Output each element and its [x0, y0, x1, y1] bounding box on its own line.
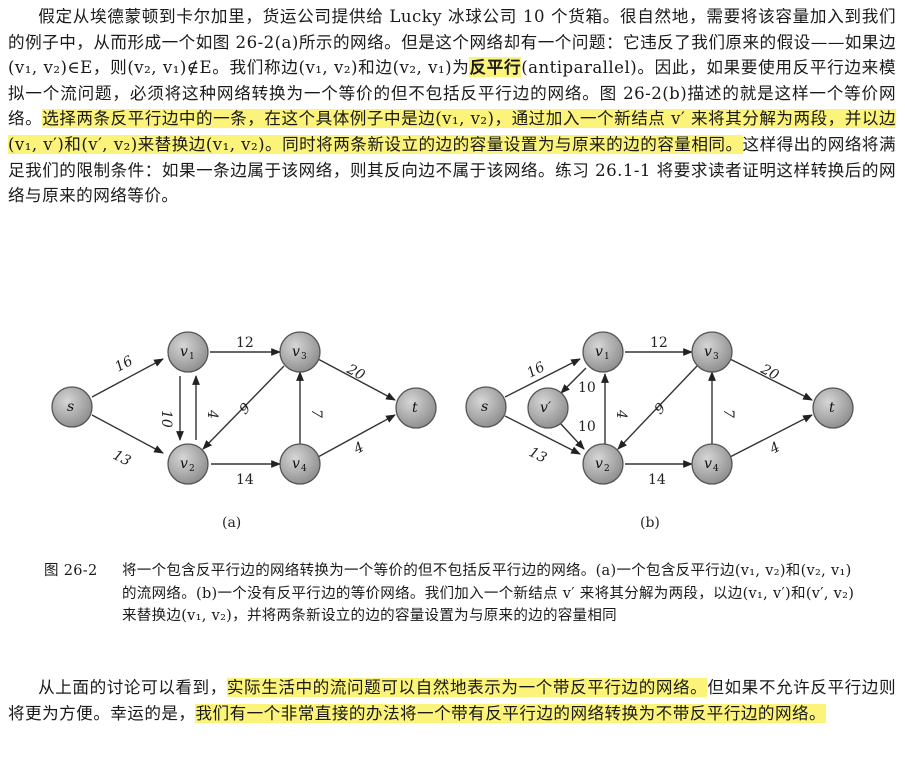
capacity-label: 9 — [237, 400, 255, 418]
capacity-label: 10 — [578, 380, 596, 396]
svg-text:v: v — [595, 344, 603, 360]
node-t: t — [812, 387, 854, 429]
svg-text:t: t — [412, 400, 418, 416]
paragraph-conclusion: 从上面的讨论可以看到，实际生活中的流问题可以自然地表示为一个带反平行边的网络。但… — [8, 675, 896, 726]
figure-caption: 图 26-2 将一个包含反平行边的网络转换为一个等价的但不包括反平行边的网络。(… — [44, 560, 864, 628]
capacity-label: 14 — [236, 472, 254, 488]
edge-s-v1 — [91, 358, 164, 398]
svg-text:v: v — [292, 456, 300, 472]
svg-text:v: v — [180, 344, 188, 360]
svg-text:s: s — [67, 399, 74, 415]
svg-text:v: v — [704, 344, 712, 360]
capacity-label: 20 — [343, 361, 367, 384]
capacity-label: 10 — [578, 419, 596, 435]
capacity-label: 12 — [650, 335, 668, 351]
edge-vprime-v2 — [559, 422, 585, 450]
capacity-label: 9 — [652, 400, 670, 418]
svg-text:2: 2 — [604, 464, 610, 474]
highlighted-text: 实际生活中的流问题可以自然地表示为一个带反平行边的网络。 — [226, 678, 708, 697]
edge-v4-t — [317, 414, 396, 458]
capacity-label: 4 — [613, 409, 629, 419]
paragraph-text: 但如果不允许反平行边则将更为方便。幸运的是， — [8, 678, 896, 723]
node-s: s — [465, 386, 507, 428]
figure-26-2: .e { stroke:#333; stroke-width:1.4; fill… — [0, 312, 905, 544]
svg-text:v′: v′ — [540, 400, 552, 416]
flow-network-diagrams: .e { stroke:#333; stroke-width:1.4; fill… — [51, 331, 854, 531]
svg-text:v: v — [292, 344, 300, 360]
svg-text:1: 1 — [604, 352, 610, 362]
svg-text:3: 3 — [301, 352, 307, 362]
caption-text: 将一个包含反平行边的网络转换为一个等价的但不包括反平行边的网络。(a)一个包含反… — [122, 563, 855, 625]
diagram-label-a: (a) — [222, 515, 241, 531]
svg-text:4: 4 — [301, 464, 307, 474]
svg-text:v: v — [595, 456, 603, 472]
diagram-label-b: (b) — [640, 515, 660, 531]
svg-text:4: 4 — [713, 464, 719, 474]
edge-v3-t — [317, 358, 396, 401]
capacity-label: 16 — [524, 359, 547, 382]
edge-v4-t — [729, 414, 813, 458]
paragraph-antiparallel-intro: 假定从埃德蒙顿到卡尔加里，货运公司提供给 Lucky 冰球公司 10 个货箱。很… — [8, 4, 897, 209]
svg-text:1: 1 — [189, 352, 195, 362]
edge-s-v1 — [504, 358, 581, 398]
capacity-label: 4 — [350, 439, 366, 458]
capacity-label: 4 — [766, 439, 782, 458]
capacity-label: 4 — [204, 409, 220, 419]
capacity-label: 14 — [648, 472, 666, 488]
capacity-label: 20 — [757, 361, 781, 384]
capacity-label: 10 — [158, 410, 174, 428]
svg-text:3: 3 — [713, 352, 719, 362]
svg-text:v: v — [180, 456, 188, 472]
edge-s-v2 — [91, 414, 164, 454]
paragraph-text: 假定从埃德蒙顿到卡尔加里，货运公司提供给 Lucky 冰球公司 10 个货箱。很… — [8, 7, 896, 78]
capacity-label: 13 — [526, 444, 549, 466]
capacity-label: 7 — [720, 409, 736, 418]
paragraph-text: 从上面的讨论可以看到， — [38, 678, 227, 697]
edge-v1-vprime — [560, 367, 587, 394]
node-v-prime: v′ — [527, 387, 569, 429]
svg-text:t: t — [829, 400, 835, 416]
capacity-label: 12 — [236, 335, 254, 351]
capacity-label: 13 — [110, 447, 133, 469]
caption-label: 图 26-2 — [44, 563, 98, 579]
term-antiparallel: 反平行 — [469, 57, 522, 78]
edge-v3-v2 — [617, 365, 698, 450]
edge-v3-t — [729, 358, 813, 401]
paragraph-text: (antiparallel)。因此，如果要使用反平行边来模拟一个流问题，必须将这… — [8, 58, 896, 129]
paragraph-text: 这样得出的网络将满足我们的限制条件：如果一条边属于该网络，则其反向边不属于该网络… — [8, 134, 896, 206]
capacity-label: 16 — [112, 353, 135, 376]
edge-s-v2 — [504, 415, 581, 455]
edge-v3-v2 — [202, 365, 285, 450]
svg-text:2: 2 — [189, 464, 195, 474]
node-t: t — [395, 387, 437, 429]
capacity-label: 7 — [308, 409, 324, 418]
highlighted-text: 我们有一个非常直接的办法将一个带有反平行边的网络转换为不带反平行边的网络。 — [195, 703, 827, 723]
svg-text:v: v — [704, 456, 712, 472]
node-s: s — [51, 386, 93, 428]
svg-text:s: s — [481, 399, 488, 415]
